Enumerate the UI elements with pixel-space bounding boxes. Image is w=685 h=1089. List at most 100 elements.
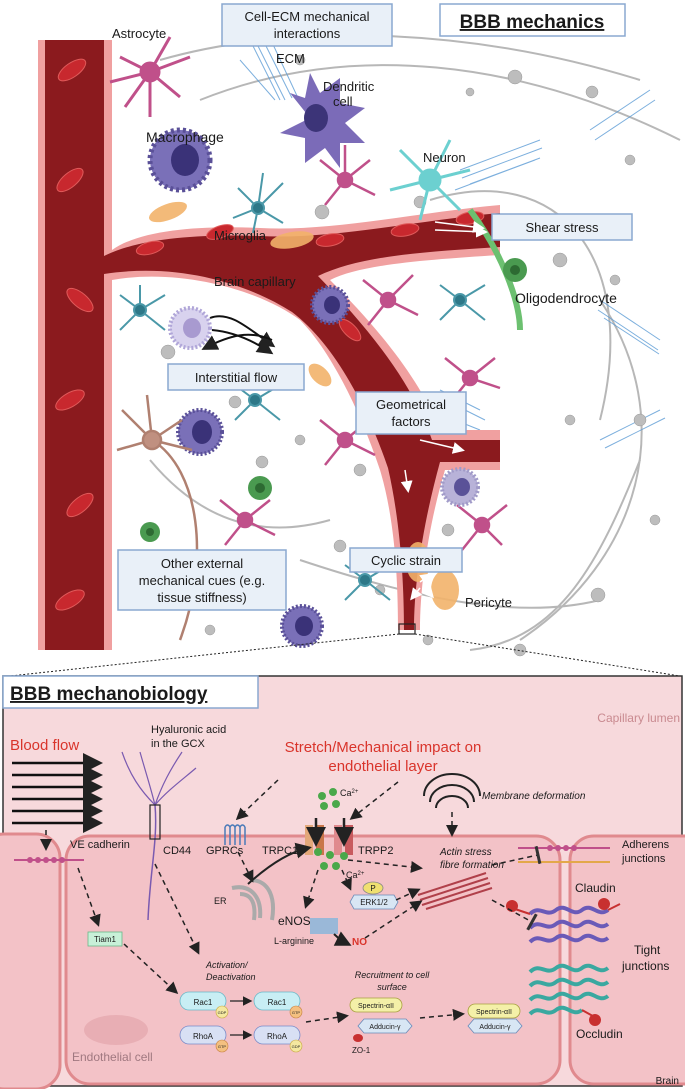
trpp2-label: TRPP2 — [358, 845, 393, 857]
shear-stress-box: Shear stress — [491, 213, 633, 241]
blood-vessel — [38, 40, 500, 650]
ve-cadherin-left — [14, 857, 84, 863]
interstitial-flow-box: Interstitial flow — [167, 363, 305, 391]
gprcs-receptor — [224, 824, 246, 845]
adherens-label-1: Adherens — [622, 839, 670, 851]
ca-top-label: Ca2+ — [340, 788, 359, 798]
blood-flow-arrows — [12, 753, 103, 833]
tiam1-box — [87, 931, 123, 947]
svg-text:GTP: GTP — [292, 1010, 301, 1015]
zoom-lines — [9, 633, 681, 677]
interstitial-arrows — [201, 315, 276, 355]
hyaluronic-label-1: Hyaluronic acid — [151, 724, 226, 736]
geometrical-factors-box: Geometrical factors — [355, 391, 467, 435]
cell-ecm-label-1: Cell-ECM mechanical — [245, 9, 370, 24]
adducin-left: Adducin-γ — [357, 1018, 413, 1034]
cyclic-strain-box: Cyclic strain — [349, 547, 463, 573]
macrophage-label: Macrophage — [146, 129, 224, 145]
calcium-mid — [314, 848, 348, 870]
recruitment-label-2: surface — [377, 982, 407, 992]
ecm-label: ECM — [276, 51, 305, 66]
rhoa-active: RhoA GTP — [179, 1025, 229, 1053]
rac1-inactive: Rac1 GDP — [179, 991, 229, 1019]
p-label: P — [370, 884, 375, 893]
stretch-label-2: endothelial layer — [328, 758, 437, 775]
phospho-badge — [362, 881, 384, 895]
solid-arrows — [247, 818, 354, 946]
svg-text:Rac1: Rac1 — [268, 998, 287, 1007]
shear-stress-label: Shear stress — [526, 220, 599, 235]
occludin-label: Occludin — [576, 1027, 623, 1041]
svg-text:Adducin-γ: Adducin-γ — [369, 1024, 401, 1031]
ve-cadherin-label: VE cadherin — [70, 839, 130, 851]
neuron-label: Neuron — [423, 150, 466, 165]
brown-neuron — [116, 394, 199, 641]
other-label-3: tissue stiffness) — [157, 590, 246, 605]
astrocyte-label: Astrocyte — [112, 26, 166, 41]
dendritic-cell — [280, 73, 365, 168]
actin-label-1: Actin stress — [439, 847, 492, 858]
hyaluronic-label-2: in the GCX — [151, 738, 205, 750]
oligodendrocyte-label: Oligodendrocyte — [515, 290, 617, 306]
erk-label: ERK1/2 — [360, 898, 388, 907]
tight-label-1: Tight — [634, 943, 661, 957]
svg-text:Rac1: Rac1 — [194, 998, 213, 1007]
activation-label-1: Activation/ — [205, 960, 249, 970]
tight-junction-strands — [511, 903, 621, 1021]
bottom-panel: BBB mechanobiology Capillary lumen Blood… — [0, 675, 685, 1089]
no-label: NO — [352, 937, 367, 948]
rac1-active: Rac1 GTP — [253, 991, 303, 1019]
other-label-2: mechanical cues (e.g. — [139, 573, 265, 588]
svg-text:RhoA: RhoA — [193, 1032, 214, 1041]
er-label: ER — [214, 896, 227, 906]
actin-fibres — [417, 872, 493, 910]
svg-text:Spectrin-αII: Spectrin-αII — [476, 1009, 512, 1016]
svg-text:Adducin-γ: Adducin-γ — [479, 1024, 511, 1031]
geometric-arrows — [400, 439, 465, 493]
rhoa-inactive: RhoA GDP — [253, 1025, 303, 1053]
nucleus — [84, 1015, 148, 1045]
purple-macrophages — [168, 285, 480, 648]
adherens-junction-right — [518, 845, 610, 863]
l-arginine-label: L-arginine — [274, 936, 314, 946]
shear-arrows — [434, 220, 488, 238]
other-label-1: Other external — [161, 556, 243, 571]
svg-text:RhoA: RhoA — [267, 1032, 288, 1041]
activation-label-2: Deactivation — [206, 972, 256, 982]
svg-text:Spectrin-αII: Spectrin-αII — [358, 1003, 394, 1010]
claudin-label: Claudin — [575, 881, 616, 895]
macrophage-cell — [147, 127, 213, 193]
zoom-box — [398, 623, 416, 635]
tiam1-label: Tiam1 — [94, 935, 116, 944]
capillary-lumen-label: Capillary lumen — [597, 711, 680, 725]
cyclic-arrows — [410, 573, 434, 601]
pathway-arrows — [40, 779, 465, 1024]
calcium-top — [318, 788, 340, 810]
zo1-marker — [353, 1034, 363, 1042]
inhibition-lines — [491, 845, 542, 931]
svg-text:GDP: GDP — [218, 1010, 227, 1015]
blood-flow-label: Blood flow — [10, 737, 79, 754]
cd44-receptor — [149, 804, 161, 840]
claudin-ball-right — [598, 898, 610, 910]
geometrical-label-2: factors — [391, 414, 431, 429]
spectrin-right: Spectrin-αII — [467, 1003, 521, 1019]
gprcs-label: GPRCs — [206, 845, 244, 857]
brain-capillary-label: Brain capillary — [214, 274, 296, 289]
zo1-label: ZO-1 — [352, 1046, 371, 1055]
membrane-deformation-label: Membrane deformation — [482, 791, 586, 802]
cell-ecm-label-2: interactions — [274, 26, 341, 41]
cyclic-strain-label: Cyclic strain — [371, 553, 441, 568]
top-title-box — [439, 3, 626, 37]
adducin-right: Adducin-γ — [467, 1018, 523, 1034]
endothelial-cell-label: Endothelial cell — [72, 1050, 153, 1064]
brain-label: Brain — [656, 1076, 679, 1087]
occludin-ball — [589, 1014, 601, 1026]
green-cells — [140, 208, 527, 542]
dendritic-label-2: cell — [333, 94, 353, 109]
actin-label-2: fibre formation — [440, 860, 504, 871]
svg-text:GDP: GDP — [292, 1044, 301, 1049]
svg-text:GTP: GTP — [218, 1044, 227, 1049]
